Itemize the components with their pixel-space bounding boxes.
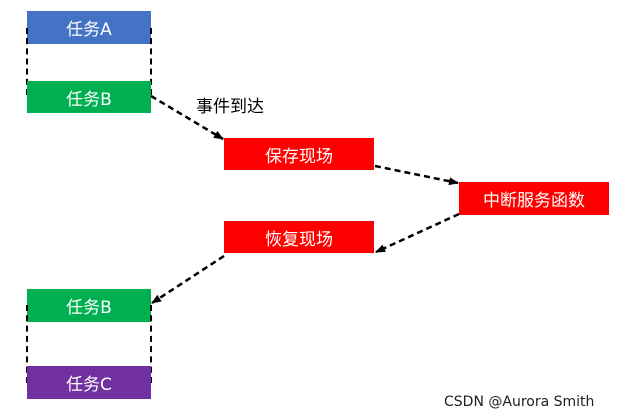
- restore-context-label: 恢复现场: [265, 229, 333, 250]
- restore-context-box: 恢复现场: [224, 221, 374, 253]
- task-c-box: 任务C: [27, 366, 151, 399]
- arrow-isr-to-restore: [375, 212, 460, 254]
- event-arrival-label: 事件到达: [196, 97, 264, 117]
- task-b-bottom-label: 任务B: [66, 298, 112, 318]
- bottom-left-dash: [26, 305, 28, 383]
- save-context-label: 保存现场: [265, 146, 333, 167]
- bottom-right-dash: [150, 305, 152, 383]
- top-right-dash: [150, 28, 152, 95]
- task-b-top-box: 任务B: [27, 81, 151, 113]
- top-left-dash: [26, 28, 28, 95]
- isr-box: 中断服务函数: [459, 182, 609, 215]
- task-c-label: 任务C: [66, 375, 112, 395]
- task-a-box: 任务A: [27, 11, 151, 44]
- task-b-bottom-box: 任务B: [27, 289, 151, 322]
- task-a-label: 任务A: [66, 20, 112, 40]
- arrow-save-to-isr: [374, 164, 459, 186]
- isr-label: 中断服务函数: [483, 191, 585, 211]
- arrow-restore-to-task: [151, 254, 225, 305]
- save-context-box: 保存现场: [224, 138, 374, 170]
- watermark: CSDN @Aurora Smith: [444, 394, 595, 410]
- task-b-top-label: 任务B: [66, 89, 112, 110]
- arrow-task-to-save: [150, 94, 224, 141]
